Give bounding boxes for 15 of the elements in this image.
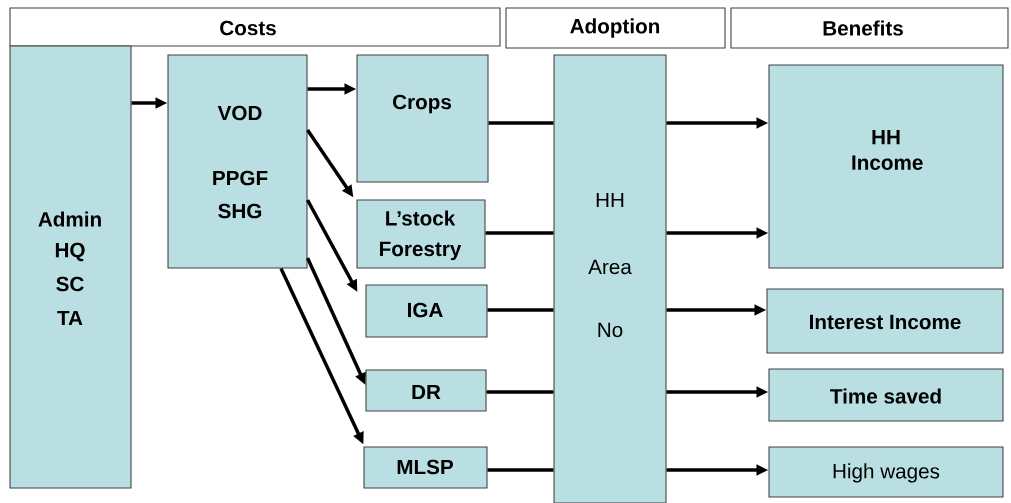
outcome-box: Time saved xyxy=(768,368,1004,422)
outcome-box: Interest Income xyxy=(766,288,1004,354)
header-box: Costs xyxy=(9,7,501,47)
process-box: Admin HQ SC TA xyxy=(9,45,132,489)
process-box: VOD PPGF SHG xyxy=(167,54,308,269)
outcome-box: High wages xyxy=(768,446,1004,498)
process-box: Crops xyxy=(356,54,489,183)
header-box: Adoption xyxy=(505,7,726,49)
outcome-box: HH Income xyxy=(768,64,1004,269)
process-box: IGA xyxy=(365,284,488,338)
adoption-bar: HH Area No xyxy=(553,54,667,503)
header-box: Benefits xyxy=(730,7,1009,49)
process-box: DR xyxy=(365,369,487,412)
process-box: MLSP xyxy=(363,446,488,489)
process-box: L’stock Forestry xyxy=(356,199,486,269)
